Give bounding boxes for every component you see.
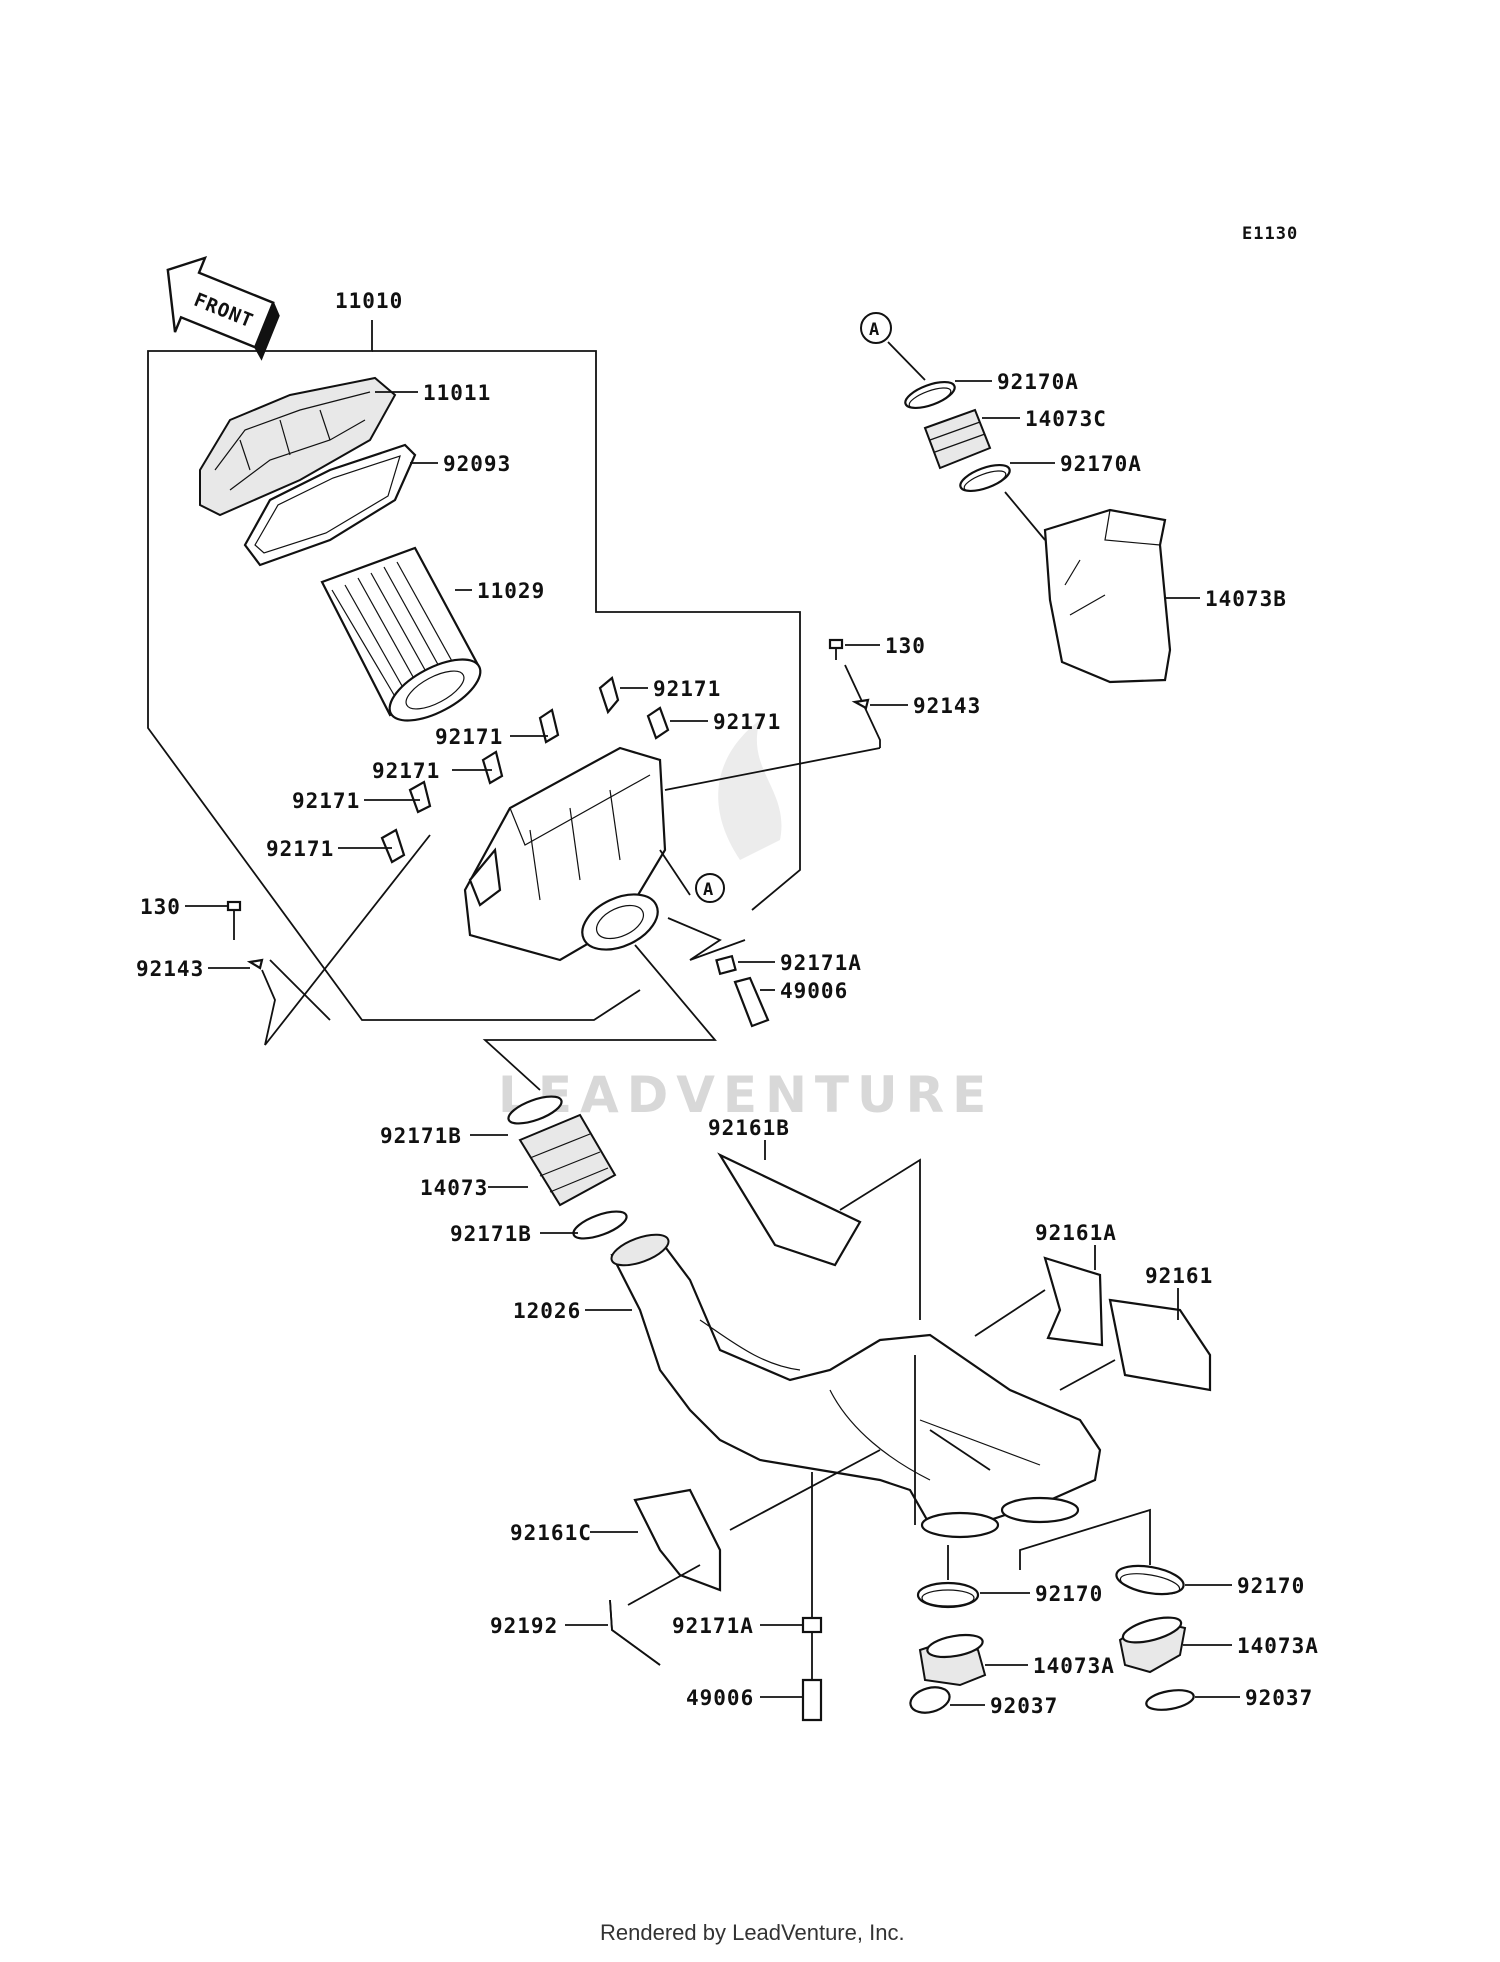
- clamp-92037-left: [909, 1686, 985, 1714]
- front-arrow-icon: FRONT: [166, 255, 280, 361]
- sleeve-14073A-left: [918, 1633, 1028, 1687]
- part-label-11011: 11011: [423, 381, 491, 405]
- part-label-92143-left: 92143: [136, 957, 204, 981]
- part-label-130-left: 130: [140, 895, 181, 919]
- part-label-92161B: 92161B: [708, 1116, 790, 1140]
- clamp-92171B-lower: [540, 1210, 628, 1240]
- callout-a-upper: A: [860, 312, 926, 381]
- part-label-49006-lower: 49006: [686, 1686, 754, 1710]
- part-label-92171-d: 92171: [372, 759, 440, 783]
- part-label-92037-left: 92037: [990, 1694, 1058, 1718]
- panel-92161: [1059, 1288, 1212, 1392]
- part-label-92161C: 92161C: [510, 1521, 592, 1545]
- callout-a-upper-letter: A: [869, 320, 880, 340]
- part-label-14073A-left: 14073A: [1033, 1654, 1115, 1678]
- clamp-92170A-top: [904, 380, 992, 410]
- part-label-92161A: 92161A: [1035, 1221, 1117, 1245]
- part-label-92171-c: 92171: [435, 725, 503, 749]
- gasket-92093: [243, 443, 438, 567]
- part-labels: 11010 11011 92093 11029 92171 92171 9217…: [136, 289, 1319, 1718]
- part-label-92171A-lower: 92171A: [672, 1614, 754, 1638]
- part-label-49006-upper: 49006: [780, 979, 848, 1003]
- footer-credit: Rendered by LeadVenture, Inc.: [600, 1920, 905, 1945]
- bolt-130-right: [828, 638, 908, 748]
- clamp-92170-right: [1019, 1508, 1232, 1596]
- part-label-14073A-right: 14073A: [1237, 1634, 1319, 1658]
- boot-14073: [488, 1113, 617, 1207]
- part-label-92170A-bottom: 92170A: [1060, 452, 1142, 476]
- part-label-92093: 92093: [443, 452, 511, 476]
- sleeve-14073A-right: [1118, 1616, 1232, 1674]
- air-cleaner-case: [463, 746, 881, 962]
- callout-a-case: A: [695, 873, 725, 903]
- part-label-12026: 12026: [513, 1299, 581, 1323]
- part-label-92192: 92192: [490, 1614, 558, 1638]
- part-label-92171B-lower: 92171B: [450, 1222, 532, 1246]
- part-label-11010: 11010: [335, 289, 403, 313]
- cover-11011: [199, 376, 418, 517]
- intake-duct-12026: [585, 1233, 1102, 1539]
- bolt-130-left: [185, 834, 431, 1046]
- part-label-14073: 14073: [420, 1176, 488, 1200]
- part-label-92170-left: 92170: [1035, 1582, 1103, 1606]
- clamp-92037-right: [1145, 1689, 1240, 1711]
- part-label-14073B: 14073B: [1205, 587, 1287, 611]
- clamp-92170A-bottom: [959, 462, 1055, 541]
- part-label-92171A-upper: 92171A: [780, 951, 862, 975]
- clamp-92171A-lower: [760, 1472, 823, 1722]
- part-label-92171-e: 92171: [292, 789, 360, 813]
- part-label-92037-right: 92037: [1245, 1686, 1313, 1710]
- assembly-bracket-11010: [147, 320, 801, 1021]
- hose-92192: [565, 1564, 701, 1666]
- part-label-92171B-upper: 92171B: [380, 1124, 462, 1148]
- part-label-11029: 11029: [477, 579, 545, 603]
- sleeve-14073C: [923, 408, 1020, 470]
- part-label-92170-right: 92170: [1237, 1574, 1305, 1598]
- clamp-92171A-upper: [482, 917, 775, 1091]
- part-label-92171-f: 92171: [266, 837, 334, 861]
- callout-a-case-letter: A: [703, 880, 714, 900]
- part-label-130-right: 130: [885, 634, 926, 658]
- part-label-92143-right: 92143: [913, 694, 981, 718]
- part-label-92171-a: 92171: [653, 677, 721, 701]
- part-label-92161: 92161: [1145, 1264, 1213, 1288]
- clip-92171-group: [338, 676, 708, 864]
- filter-element-11029: [320, 546, 482, 722]
- duct-14073B: [1043, 508, 1200, 684]
- panel-92161A: [974, 1245, 1104, 1347]
- part-label-92171-b: 92171: [713, 710, 781, 734]
- part-label-14073C: 14073C: [1025, 407, 1107, 431]
- clamp-92171B-upper: [470, 1095, 563, 1136]
- part-label-92170A-top: 92170A: [997, 370, 1079, 394]
- diagram-code: E1130: [1242, 224, 1298, 244]
- clamp-92170-left: [916, 1545, 1030, 1609]
- panel-92161B: [717, 1140, 921, 1320]
